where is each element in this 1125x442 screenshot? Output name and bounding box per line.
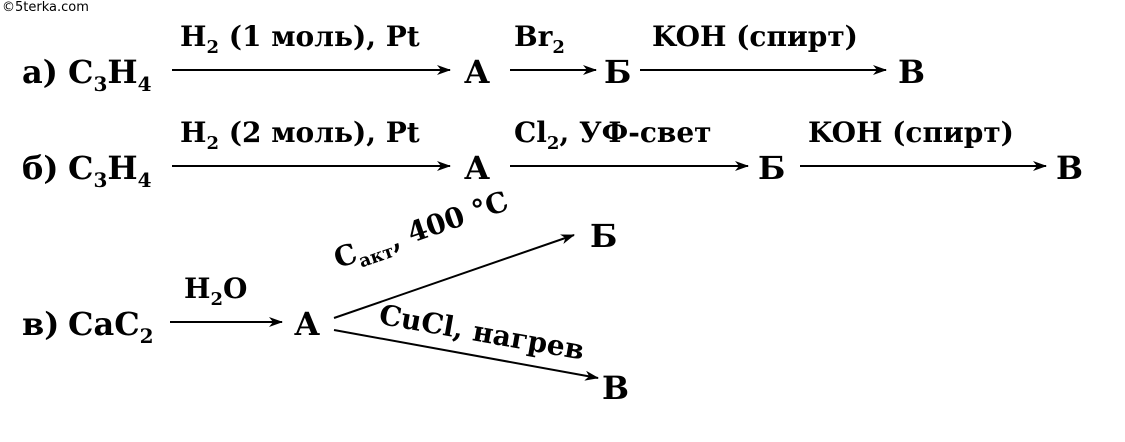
row-a-arrow1-condition: H2 (1 моль), Pt [180,20,420,58]
row-b-arrow3-condition: KOH (спирт) [808,116,1014,149]
arrow-c-upper [333,234,575,319]
row-a-product-c: В [898,53,926,91]
row-b-arrow2-condition: Cl2, УФ-свет [514,116,712,154]
row-b-reactant: C3H4 [68,149,152,192]
row-a-arrow3-condition: KOH (спирт) [652,20,858,53]
row-a-product-a: А [464,53,491,91]
row-c-product-a: А [294,305,321,343]
row-c-arrow1-condition: H2O [184,272,248,310]
row-b-arrow1-condition: H2 (2 моль), Pt [180,116,420,154]
row-c-label: в) [22,305,60,343]
row-a-label: а) [22,53,58,91]
watermark: ©5terka.com [2,0,89,15]
row-b-product-b: Б [758,149,786,187]
row-b-product-c: В [1056,149,1084,187]
row-c-lower-product: В [602,369,630,407]
row-b-product-a: А [464,149,491,187]
row-a-arrow2-condition: Br2 [514,20,565,58]
row-c-upper-product: Б [590,217,618,255]
row-c-reactant: CaC2 [68,305,154,348]
row-a-reactant: C3H4 [68,53,152,96]
row-a-product-b: Б [604,53,632,91]
arrow-c-lower [333,329,599,381]
row-b-label: б) [22,149,59,187]
